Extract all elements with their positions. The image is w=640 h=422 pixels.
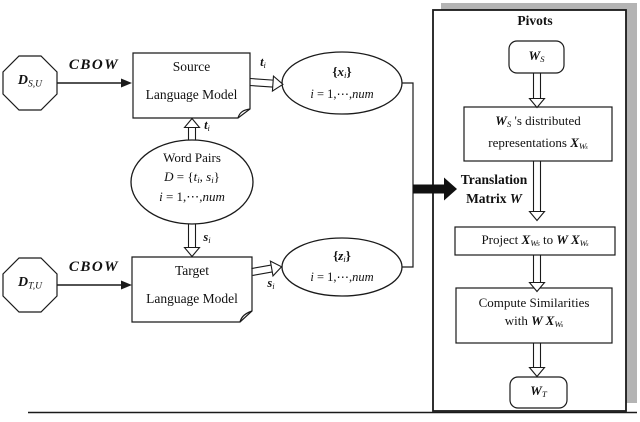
panel-arrow-2 [528, 161, 546, 222]
si-down-arrow [183, 224, 201, 258]
panel-arrow-3 [528, 255, 546, 293]
source-model-box [132, 52, 251, 119]
set-bracket [402, 82, 414, 268]
ti-up-label: ti [204, 118, 210, 134]
target-model-title: Target [174, 263, 210, 278]
repr-line1: WS 's distributed [495, 113, 581, 130]
si-out-label: si [267, 276, 275, 292]
source-model-subtitle: Language Model [145, 87, 238, 102]
cbow-arrow-bottom [57, 280, 132, 290]
dict-source-label: DS,U [17, 73, 43, 90]
si-down-label: si [203, 230, 211, 246]
project-node [454, 226, 616, 256]
project-label: Project XWS to W XWs [481, 232, 589, 249]
wt-label: WT [530, 383, 547, 400]
word-pairs-formula: D = {ti, si} [164, 169, 220, 186]
x-set-ellipse [281, 51, 403, 115]
z-set-ellipse [281, 237, 403, 297]
dict-source-octagon [2, 55, 58, 111]
word-pairs-ellipse [130, 139, 254, 225]
repr-line2: representations XWs [488, 135, 588, 152]
translation-matrix-line1: Translation [460, 172, 528, 187]
si-out-arrow [251, 260, 283, 278]
target-model-box [131, 256, 253, 323]
z-set-range: i = 1,⋯,num [310, 270, 374, 284]
repr-node [463, 106, 613, 162]
dict-target-label: DT,U [18, 275, 42, 292]
panel-arrow-1 [528, 73, 546, 109]
cbow-arrow-top [57, 78, 132, 88]
similar-node [455, 287, 613, 344]
similar-line1: Compute Similarities [478, 295, 590, 310]
cbow-label-bottom: CBOW [68, 259, 120, 275]
pivots-panel [432, 9, 627, 412]
z-set-label: {zi} [333, 248, 351, 265]
ti-up-arrow [183, 117, 201, 140]
wt-node [509, 376, 568, 409]
translation-big-arrow [413, 177, 457, 201]
panel-arrow-4 [528, 343, 546, 378]
similar-line2: with W XWs [504, 313, 564, 330]
word-pairs-range: i = 1,⋯,num [159, 189, 225, 204]
ws-label: WS [528, 48, 545, 65]
pivots-title: Pivots [517, 13, 553, 28]
target-model-subtitle: Language Model [146, 291, 238, 306]
ti-out-arrow [249, 74, 284, 93]
ti-out-label: ti [260, 55, 266, 71]
dict-target-octagon [2, 257, 58, 313]
source-model-title: Source [172, 59, 211, 74]
cbow-label-top: CBOW [68, 57, 120, 73]
word-pairs-title: Word Pairs [163, 150, 221, 165]
translation-matrix-line2: Matrix W [466, 191, 522, 206]
x-set-range: i = 1,⋯,num [310, 87, 374, 101]
x-set-label: {xi} [332, 64, 352, 81]
ws-node [508, 40, 565, 74]
